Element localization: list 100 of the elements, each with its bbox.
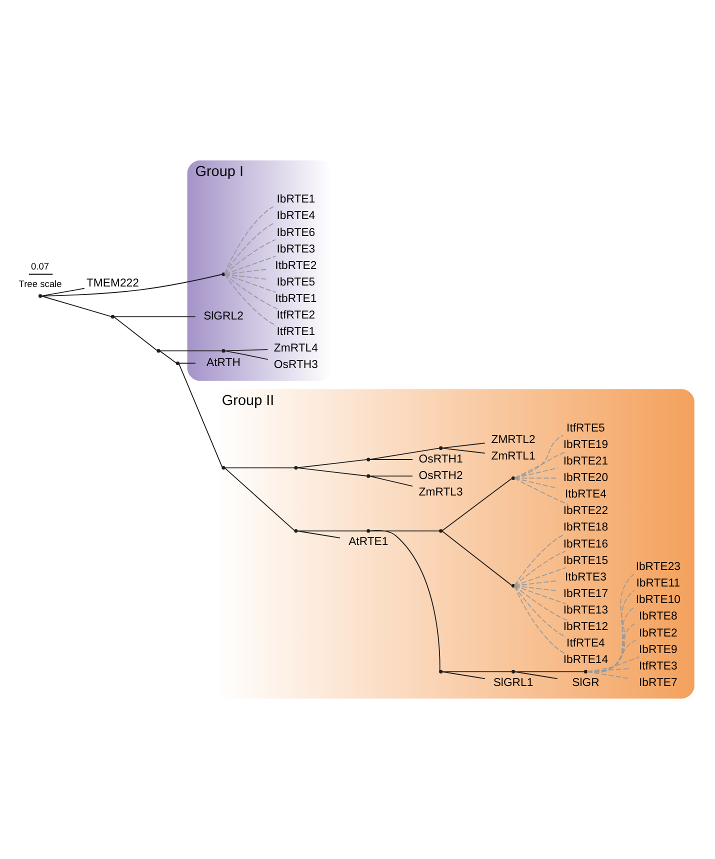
connector <box>586 574 634 673</box>
connector <box>224 222 275 274</box>
connector <box>442 478 512 532</box>
node-point <box>366 458 370 462</box>
node-text: TMEM222 <box>86 277 139 290</box>
node-text: AtRTE1 <box>348 536 388 548</box>
node-text: IbRTE5 <box>276 276 316 288</box>
node-text: ItfRTE5 <box>566 422 605 434</box>
connector <box>224 239 276 274</box>
node-point <box>222 466 226 470</box>
connector <box>442 671 486 680</box>
connector <box>224 256 276 275</box>
connector <box>442 530 512 586</box>
connector <box>514 468 558 478</box>
connector <box>514 585 566 604</box>
node-text: IbRTE4 <box>276 210 316 222</box>
node-point <box>156 349 160 353</box>
node-text: ItfRTE1 <box>276 326 316 338</box>
node-text: IbRTE23 <box>636 561 681 574</box>
connector <box>514 586 568 621</box>
node-text: IbRTE7 <box>638 676 678 689</box>
connector <box>369 459 413 460</box>
node-text: IbRTE2 <box>638 627 678 640</box>
node-point <box>584 670 588 674</box>
node-point <box>439 446 443 450</box>
node-text: IbRTE12 <box>563 621 608 634</box>
node-text: IbRTE18 <box>563 522 608 534</box>
connector <box>586 656 640 672</box>
node-text: IbRTE14 <box>563 654 608 666</box>
connector <box>114 316 158 351</box>
node-point <box>439 670 443 674</box>
node-point <box>222 349 226 353</box>
node-point <box>511 670 516 674</box>
connector <box>514 478 558 479</box>
connector <box>369 530 440 672</box>
connector <box>224 467 295 468</box>
node-point <box>366 529 370 533</box>
connector <box>296 530 368 532</box>
node-text: IbRTE13 <box>563 604 608 617</box>
node-text: ItfRTE3 <box>638 660 678 672</box>
node-text: IbRTE6 <box>276 226 316 239</box>
connector <box>514 478 558 489</box>
connector <box>224 274 278 310</box>
connector <box>514 671 585 672</box>
node-text: ItbRTE3 <box>564 571 606 584</box>
node-text: ItbRTE4 <box>564 488 606 501</box>
connector <box>514 586 566 638</box>
connector <box>442 448 486 454</box>
node-point <box>366 474 370 478</box>
node-text: IbRTE20 <box>563 472 608 484</box>
connector <box>41 288 85 296</box>
connector <box>41 296 112 318</box>
connector <box>160 350 222 352</box>
node-text: SlGRL2 <box>204 310 244 323</box>
node-text: IbRTE8 <box>638 610 678 623</box>
node-text: SlGRL1 <box>493 676 534 689</box>
connector <box>442 442 486 449</box>
connector <box>514 478 569 505</box>
connector <box>514 671 558 680</box>
connector <box>369 530 440 532</box>
node-text: ItbRTE2 <box>275 260 317 272</box>
node-text: OsRTH3 <box>274 359 318 372</box>
connector <box>514 434 564 478</box>
connector <box>224 206 274 274</box>
node-point <box>110 314 115 319</box>
connector <box>296 467 368 476</box>
connector <box>41 274 222 296</box>
node-text: IbRTE11 <box>636 578 680 590</box>
connector <box>296 530 341 538</box>
node-point <box>439 529 443 533</box>
connector <box>586 640 636 672</box>
node-text: IbRTE10 <box>636 594 681 606</box>
node-text: ItfRTE2 <box>276 310 316 322</box>
connector <box>514 585 558 592</box>
connector <box>224 274 268 280</box>
node-text: IbRTE22 <box>563 505 608 518</box>
node-text: OsRTH1 <box>418 453 463 466</box>
node-text: ItfRTE4 <box>566 638 605 650</box>
connector <box>369 448 440 460</box>
node-text: ItbRTE1 <box>275 292 317 305</box>
connector <box>114 316 196 318</box>
node-text: IbRTE3 <box>276 243 316 256</box>
connector <box>514 451 566 478</box>
connector <box>224 349 268 352</box>
node-point <box>511 584 516 588</box>
connector <box>514 580 558 586</box>
connector <box>369 476 413 487</box>
connector <box>514 550 566 586</box>
node-point <box>294 529 298 533</box>
node-text: IbRTE9 <box>638 644 678 656</box>
connector <box>224 468 295 532</box>
node-point <box>222 272 226 276</box>
node-text: ZmRTL4 <box>274 342 318 355</box>
node-point <box>176 361 180 366</box>
connector <box>224 274 277 326</box>
connector <box>296 459 368 468</box>
connector <box>586 623 636 673</box>
label: Tree scale <box>18 278 62 289</box>
node-text: ZMRTL2 <box>491 434 536 446</box>
node-text: AtRTH <box>206 357 240 370</box>
